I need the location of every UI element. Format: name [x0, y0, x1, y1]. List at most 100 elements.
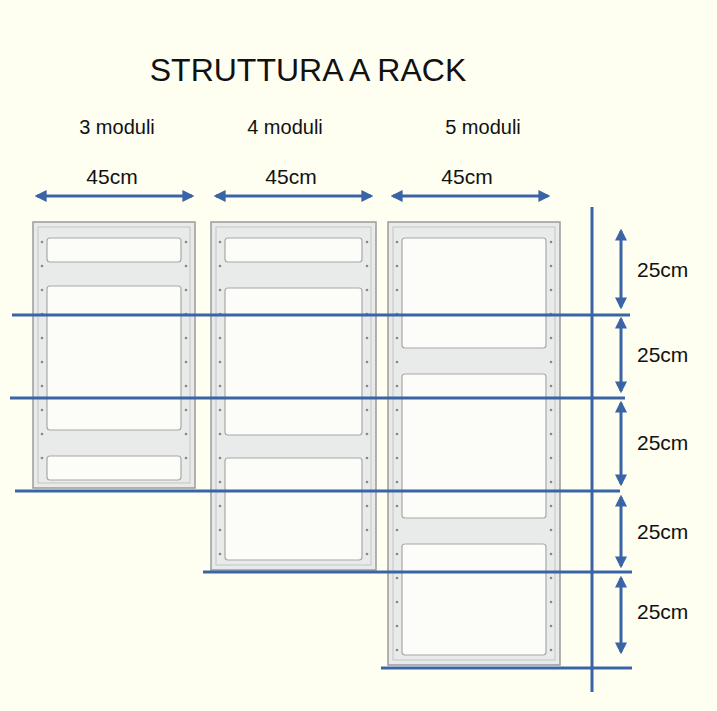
frame-inner-edge	[216, 227, 371, 565]
guide-line	[591, 207, 594, 692]
mounting-hole	[219, 457, 222, 460]
mounting-hole	[366, 505, 369, 508]
frame-outline	[388, 222, 560, 665]
height-arrow	[620, 578, 623, 652]
mounting-hole	[185, 337, 188, 340]
mounting-hole	[550, 337, 553, 340]
mounting-hole	[550, 601, 553, 604]
mounting-hole	[185, 457, 188, 460]
mounting-hole	[41, 265, 44, 268]
mounting-hole	[396, 529, 399, 532]
mounting-hole	[550, 457, 553, 460]
height-dimension: 25cm	[637, 520, 688, 544]
frame-opening	[402, 544, 546, 655]
mounting-hole	[396, 601, 399, 604]
mounting-hole	[550, 481, 553, 484]
width-arrow	[393, 195, 548, 198]
height-arrow	[620, 319, 623, 391]
frame-opening	[47, 238, 181, 262]
height-arrow	[620, 403, 623, 484]
frame-outline	[211, 222, 376, 570]
mounting-hole	[185, 241, 188, 244]
width-arrow	[216, 195, 371, 198]
frame-opening	[225, 458, 362, 560]
frame-opening	[47, 286, 181, 430]
mounting-hole	[366, 289, 369, 292]
frame-inner-edge	[38, 227, 190, 483]
rack-frame	[33, 222, 195, 488]
mounting-hole	[41, 385, 44, 388]
frame-opening	[47, 456, 181, 480]
frame-opening	[225, 288, 362, 435]
mounting-hole	[396, 553, 399, 556]
guide-line	[203, 571, 632, 574]
mounting-hole	[396, 241, 399, 244]
mounting-hole	[396, 481, 399, 484]
guide-line	[10, 397, 625, 400]
width-dimension: 45cm	[265, 165, 316, 189]
mounting-hole	[396, 361, 399, 364]
height-dimension: 25cm	[637, 600, 688, 624]
module-count: 4 moduli	[247, 116, 323, 139]
mounting-hole	[366, 481, 369, 484]
mounting-hole	[550, 361, 553, 364]
mounting-hole	[396, 505, 399, 508]
mounting-hole	[219, 289, 222, 292]
mounting-hole	[396, 457, 399, 460]
mounting-hole	[366, 433, 369, 436]
mounting-hole	[396, 577, 399, 580]
mounting-hole	[550, 433, 553, 436]
mounting-hole	[41, 337, 44, 340]
mounting-hole	[396, 625, 399, 628]
mounting-hole	[185, 433, 188, 436]
frame-outline	[33, 222, 195, 488]
mounting-hole	[219, 385, 222, 388]
mounting-hole	[396, 385, 399, 388]
mounting-hole	[550, 409, 553, 412]
module-count: 5 moduli	[445, 116, 521, 139]
module-count: 3 moduli	[79, 116, 155, 139]
mounting-hole	[396, 649, 399, 652]
mounting-hole	[366, 409, 369, 412]
width-dimension: 45cm	[86, 165, 137, 189]
mounting-hole	[185, 361, 188, 364]
width-dimension: 45cm	[441, 165, 492, 189]
mounting-hole	[550, 577, 553, 580]
height-dimension: 25cm	[637, 258, 688, 282]
mounting-hole	[41, 361, 44, 364]
mounting-hole	[41, 433, 44, 436]
mounting-hole	[219, 433, 222, 436]
rack-frame	[388, 222, 560, 665]
mounting-hole	[219, 241, 222, 244]
mounting-hole	[550, 385, 553, 388]
title: STRUTTURA A RACK	[150, 52, 467, 89]
mounting-hole	[366, 241, 369, 244]
mounting-hole	[219, 265, 222, 268]
mounting-hole	[41, 241, 44, 244]
mounting-hole	[550, 265, 553, 268]
mounting-hole	[219, 505, 222, 508]
mounting-hole	[366, 265, 369, 268]
mounting-hole	[185, 289, 188, 292]
frame-inner-edge	[393, 227, 555, 660]
mounting-hole	[185, 265, 188, 268]
mounting-hole	[550, 553, 553, 556]
mounting-hole	[41, 409, 44, 412]
mounting-hole	[185, 409, 188, 412]
height-dimension: 25cm	[637, 431, 688, 455]
rack-frame	[211, 222, 376, 570]
mounting-hole	[396, 433, 399, 436]
guide-line	[15, 490, 620, 493]
mounting-hole	[366, 385, 369, 388]
mounting-hole	[219, 361, 222, 364]
mounting-hole	[366, 337, 369, 340]
mounting-hole	[396, 409, 399, 412]
guide-line	[12, 314, 630, 317]
mounting-hole	[396, 289, 399, 292]
mounting-hole	[366, 553, 369, 556]
mounting-hole	[550, 625, 553, 628]
frame-opening	[402, 238, 546, 348]
height-dimension: 25cm	[637, 343, 688, 367]
mounting-hole	[366, 529, 369, 532]
